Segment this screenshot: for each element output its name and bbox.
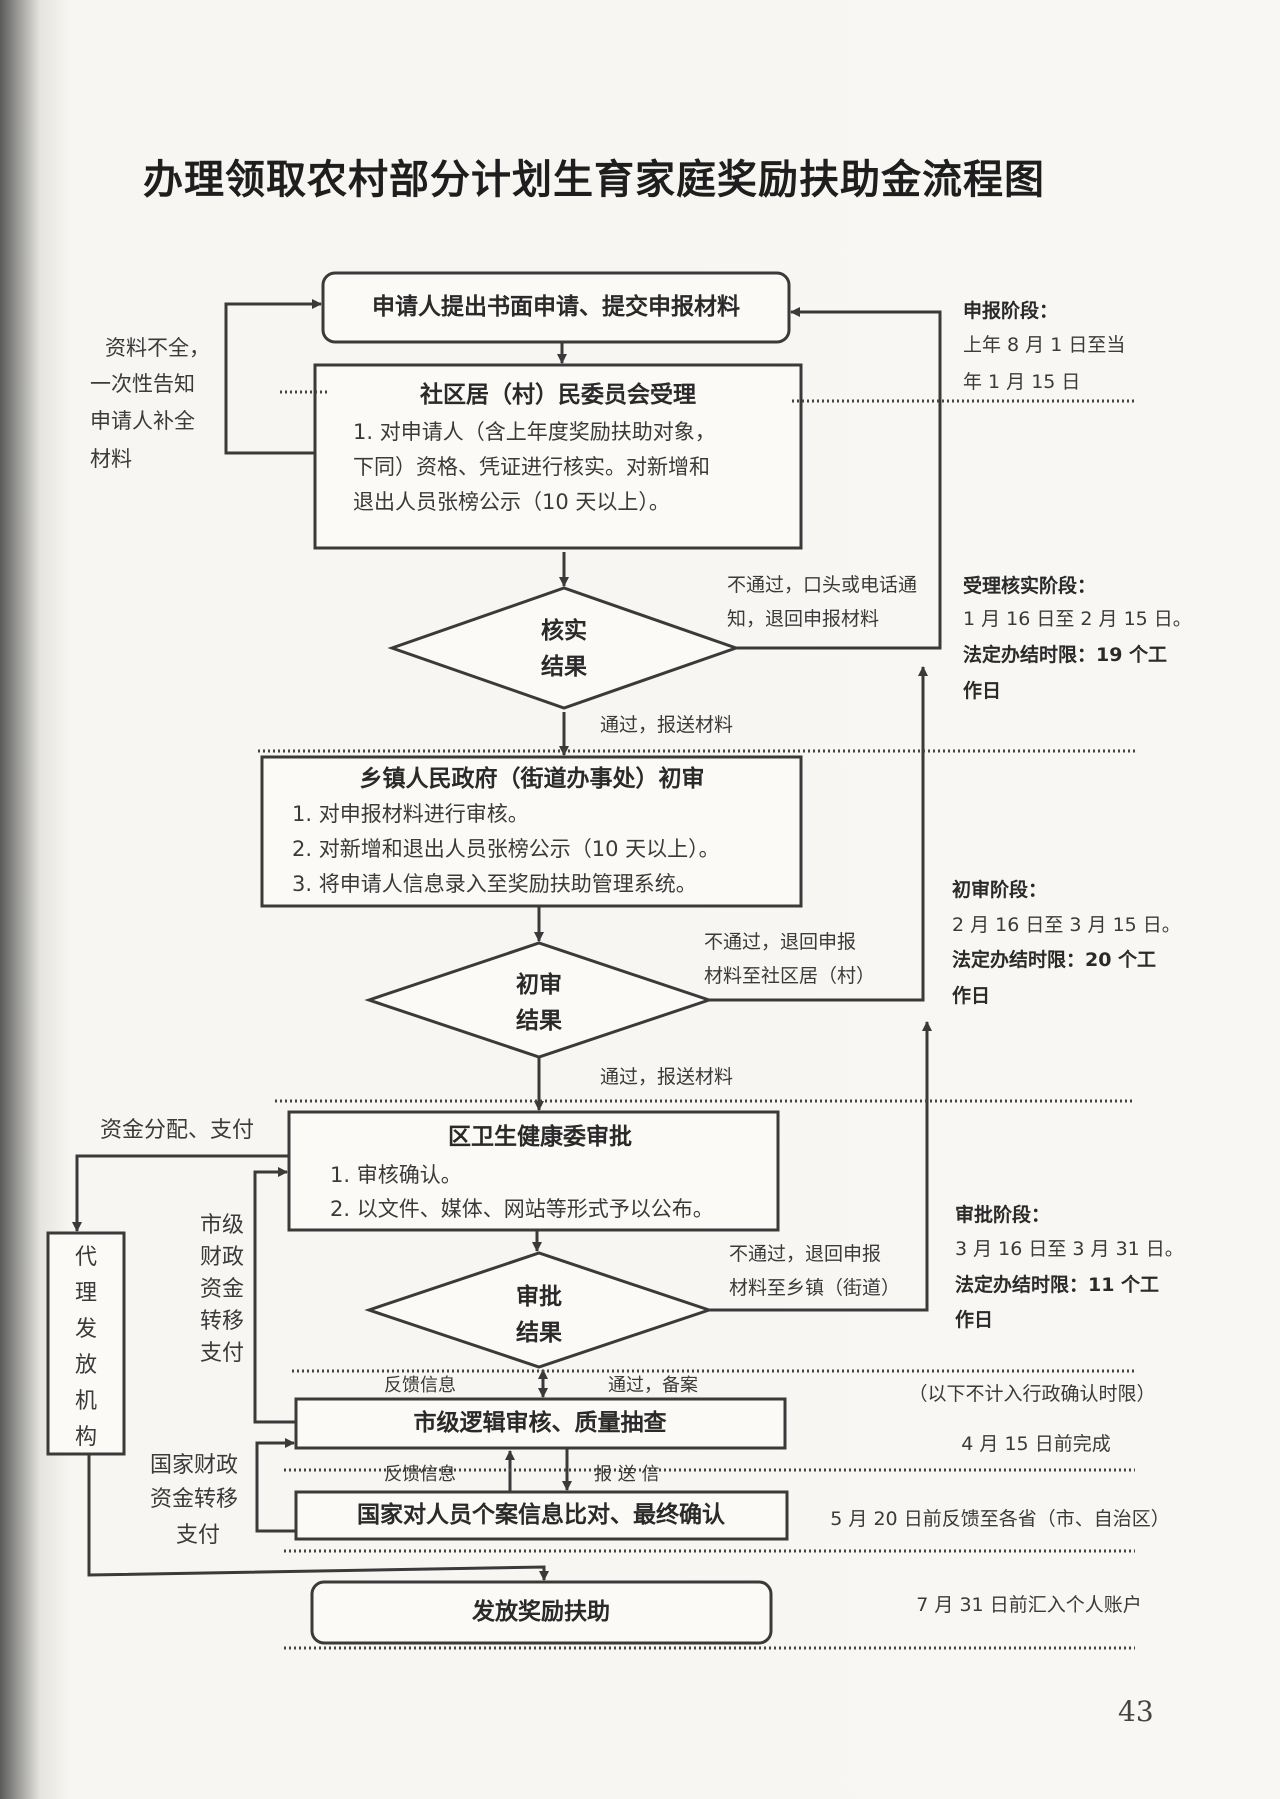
national-funds-label: 资金转移 [150,1487,239,1512]
reject3-label: 材料至乡镇（街道） [729,1277,901,1299]
initial-result-label: 结果 [516,1008,562,1034]
report-label: 报 送 信 [594,1464,660,1485]
reject1-label: 不通过，口头或电话通 [727,574,918,596]
district-title: 区卫生健康委审批 [448,1124,632,1150]
stage-initial-limit: 法定办结时限：20 个工 [952,949,1157,971]
township-title: 乡镇人民政府（街道办事处）初审 [359,766,705,792]
national-funds-label: 国家财政 [150,1453,239,1478]
stage-accept-line: 1 月 16 日至 2 月 15 日。 [963,608,1192,630]
stage-accept-limit: 作日 [963,680,1002,702]
stage-initial-title: 初审阶段： [952,879,1048,901]
verify-result-label: 核实 [541,618,587,644]
distribute-box [310,1580,773,1645]
reject2-label: 材料至社区居（村） [704,965,876,987]
apply-label: 申请人提出书面申请、提交申报材料 [372,294,740,320]
township-line: 2. 对新增和退出人员张榜公示（10 天以上）。 [292,837,720,861]
stage-approve-line: 3 月 16 日至 3 月 31 日。 [955,1238,1184,1260]
pass2-label: 通过，报送材料 [600,1066,734,1088]
approval-result-label: 结果 [516,1320,562,1346]
funds-label: 资金分配、支付 [100,1118,255,1143]
incomplete-label: 申请人补全 [90,409,195,433]
stage-initial-limit: 作日 [952,985,991,1007]
pass1-label: 通过，报送材料 [600,714,734,736]
feedback1-label: 反馈信息 [384,1375,456,1396]
community-title: 社区居（村）民委员会受理 [420,382,696,408]
city-check-label: 市级逻辑审核、质量抽查 [413,1410,667,1436]
city-deadline: 4 月 15 日前完成 [961,1433,1111,1455]
incomplete-label: 材料 [90,447,132,471]
approval-result-label: 审批 [516,1284,562,1310]
stage-note: （以下不计入行政确认时限） [908,1383,1156,1405]
stage-declare-line: 上年 8 月 1 日至当 [963,334,1126,356]
page-number: 43 [1118,1695,1154,1728]
pass3-label: 通过，备案 [608,1375,698,1396]
national-funds-label: 支付 [176,1523,221,1548]
stage-approve-title: 审批阶段： [955,1204,1051,1226]
district-line: 2. 以文件、媒体、网站等形式予以公布。 [330,1197,714,1221]
township-box [260,755,803,908]
agency-box [46,1231,126,1456]
city-funds-label: 市级财政资金转移支付 [199,1213,244,1366]
reject3-label: 不通过，退回申报 [729,1243,882,1265]
national-check-box [294,1490,789,1541]
verify-result-label: 结果 [541,654,587,680]
agency-label: 代理发放机构 [74,1245,97,1450]
national-check-label: 国家对人员个案信息比对、最终确认 [357,1502,725,1528]
feedback2-label: 反馈信息 [384,1464,456,1485]
stage-declare-title: 申报阶段： [963,300,1059,322]
initial-diamond [364,941,714,1059]
distribute-label: 发放奖励扶助 [472,1599,610,1625]
stage-dividers [258,390,1135,1650]
page-title: 办理领取农村部分计划生育家庭奖励扶助金流程图 [143,156,1045,203]
stage-accept-title: 受理核实阶段： [963,575,1097,597]
pay-deadline: 7 月 31 日前汇入个人账户 [916,1594,1142,1616]
district-box [287,1110,780,1232]
reject1-label: 知，退回申报材料 [727,608,880,630]
stage-initial-line: 2 月 16 日至 3 月 15 日。 [952,914,1181,936]
city-check-box [294,1397,787,1450]
stage-declare-line: 年 1 月 15 日 [963,371,1081,393]
community-line: 退出人员张榜公示（10 天以上）。 [353,490,670,514]
township-line: 1. 对申报材料进行审核。 [292,802,529,826]
verify-diamond [387,586,741,710]
community-line: 下同）资格、凭证进行核实。对新增和 [353,455,710,479]
township-line: 3. 将申请人信息录入至奖励扶助管理系统。 [292,872,697,896]
reject2-label: 不通过，退回申报 [704,931,857,953]
community-line: 1. 对申请人（含上年度奖励扶助对象， [353,420,716,444]
national-deadline: 5 月 20 日前反馈至各省（市、自治区） [830,1508,1170,1530]
stage-approve-limit: 作日 [955,1309,994,1331]
stage-accept-limit: 法定办结时限：19 个工 [963,644,1168,666]
incomplete-label: 一次性告知 [90,372,195,396]
stage-approve-limit: 法定办结时限：11 个工 [955,1274,1160,1296]
initial-result-label: 初审 [516,972,562,998]
district-line: 1. 审核确认。 [330,1163,462,1187]
approval-diamond [364,1251,714,1369]
community-box [313,363,803,550]
apply-box [321,271,791,344]
incomplete-label: 资料不全， [105,336,210,360]
